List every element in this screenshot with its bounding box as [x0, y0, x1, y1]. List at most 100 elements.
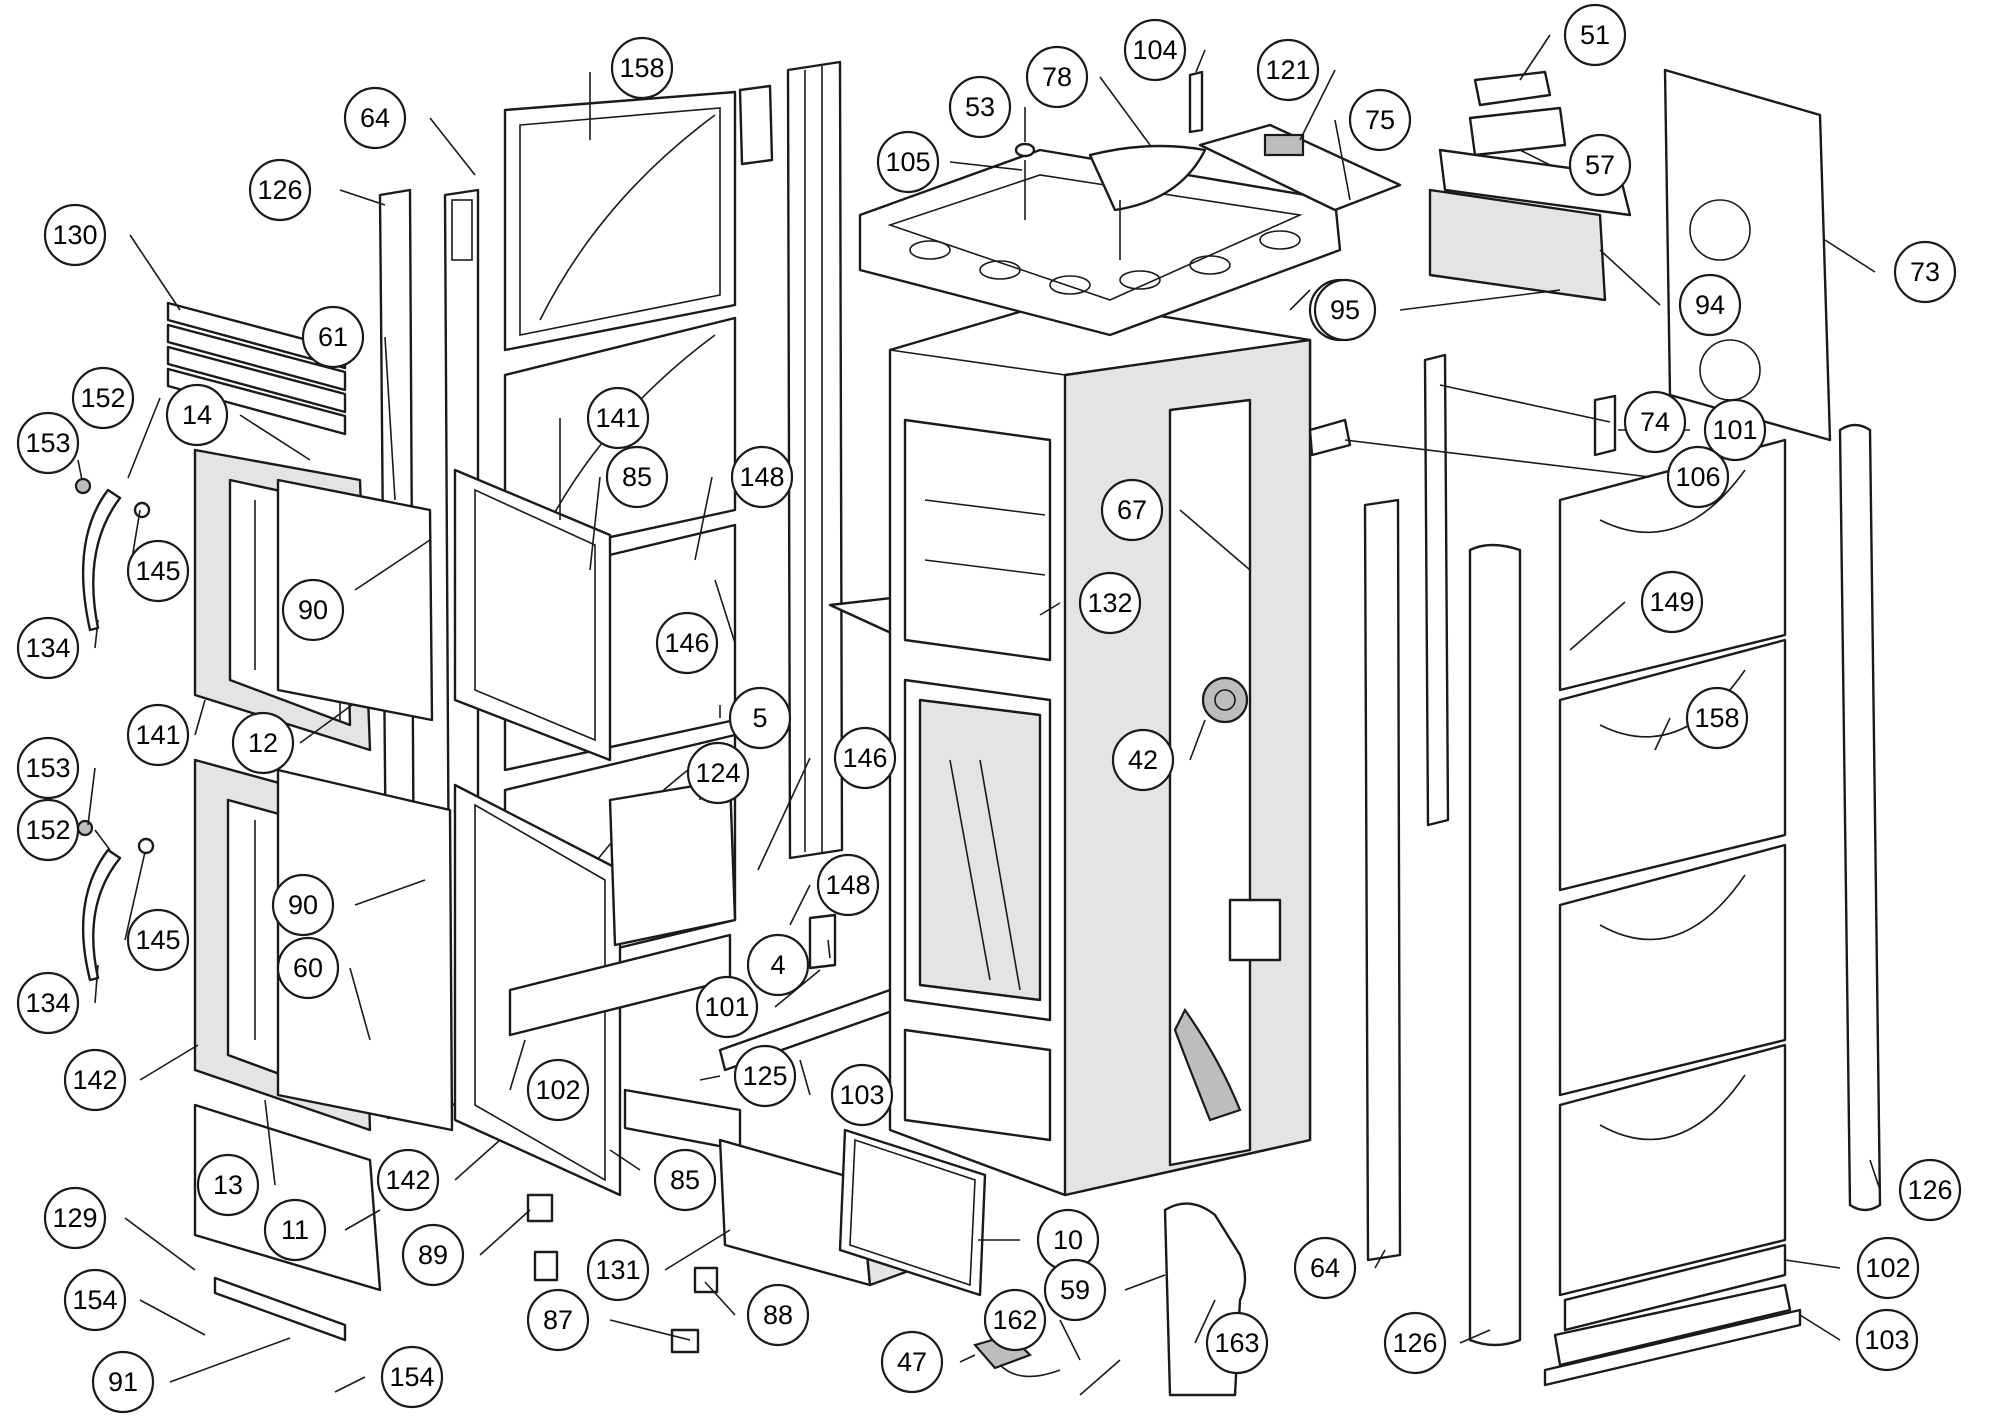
callout-label: 91: [108, 1367, 138, 1397]
callout-102-c102a: 102: [526, 1058, 590, 1122]
callout-circle: [248, 158, 312, 222]
leader-c73: [1824, 239, 1876, 273]
callout-158-c158a: 158: [610, 36, 674, 100]
leader-c75: [1334, 119, 1351, 201]
part-right-side-strips: [1308, 353, 1450, 827]
callout-circle: [43, 203, 107, 267]
leader-c131: [664, 1229, 731, 1271]
callout-142-c142b: 142: [376, 1148, 440, 1212]
callout-circle: [281, 578, 345, 642]
callout-circle: [733, 1044, 797, 1108]
leader-c78: [1099, 76, 1151, 146]
callout-104-c104: 104: [1123, 18, 1187, 82]
callout-label: 126: [1907, 1175, 1952, 1205]
part-top-cover: [858, 148, 1342, 337]
callout-42-c42: 42: [1111, 728, 1175, 792]
leader-c61: [384, 336, 396, 501]
part-right-bottom-louvers: [1543, 1243, 1802, 1387]
callout-85-c85b: 85: [653, 1148, 717, 1212]
callout-label: 85: [622, 462, 652, 492]
callout-circle: [263, 1198, 327, 1262]
callout-label: 149: [1649, 587, 1694, 617]
callout-circle: [231, 711, 295, 775]
callout-label: 121: [1265, 55, 1310, 85]
leader-c163: [1194, 1299, 1216, 1344]
callout-circle: [1043, 1258, 1107, 1322]
callout-149-c149: 149: [1640, 570, 1704, 634]
callout-12-c12: 12: [231, 711, 295, 775]
callout-64-c64a: 64: [343, 86, 407, 150]
leader-c148b: [789, 884, 811, 926]
callout-circle: [1293, 1236, 1357, 1300]
leader-c141b: [194, 699, 206, 736]
callout-106-c106: 106: [1666, 445, 1730, 509]
leader-c59: [1124, 1274, 1166, 1291]
callout-label: 106: [1675, 462, 1720, 492]
callout-label: 103: [839, 1080, 884, 1110]
leader-c102a: [509, 1039, 526, 1091]
callout-label: 67: [1117, 495, 1147, 525]
callout-label: 57: [1585, 150, 1615, 180]
callout-circle: [1893, 240, 1957, 304]
callout-75-c75: 75: [1348, 88, 1412, 152]
callout-label: 148: [739, 462, 784, 492]
callout-154-c154b: 154: [380, 1345, 444, 1409]
callout-53-c53: 53: [948, 75, 1012, 139]
callout-label: 12: [248, 728, 278, 758]
part-small-pin: [1188, 70, 1204, 134]
callout-circle: [271, 873, 335, 937]
callout-145-c145b: 145: [126, 908, 190, 972]
leader-c60: [349, 967, 371, 1041]
part-center-column: [786, 60, 844, 860]
callout-circle: [526, 1058, 590, 1122]
callout-label: 131: [595, 1255, 640, 1285]
part-gasket-frame: [838, 1128, 987, 1297]
callout-130-c130: 130: [43, 203, 107, 267]
callout-circle: [126, 703, 190, 767]
callout-label: 145: [135, 556, 180, 586]
callout-51-c51: 51: [1563, 3, 1627, 67]
callout-126-c126a: 126: [248, 158, 312, 222]
leader-c145b: [124, 851, 146, 941]
callout-146-c146a: 146: [655, 611, 719, 675]
callout-circle: [880, 1330, 944, 1394]
callout-circle: [1078, 571, 1142, 635]
leader-c103b: [1799, 1314, 1841, 1341]
leader-c4: [827, 939, 831, 959]
callout-circle: [1855, 1308, 1919, 1372]
callout-circle: [63, 1048, 127, 1112]
callout-circle: [16, 798, 80, 862]
callout-134-c134b: 134: [16, 971, 80, 1035]
callout-circle: [1703, 398, 1767, 462]
leader-c149: [1569, 601, 1626, 651]
callout-circle: [655, 611, 719, 675]
callout-label: 75: [1365, 105, 1395, 135]
callout-label: 142: [385, 1165, 430, 1195]
part-top-plate: [1198, 123, 1402, 212]
callout-circle: [1856, 1236, 1920, 1300]
leader-c158b: [1654, 717, 1671, 751]
callout-label: 162: [992, 1305, 1037, 1335]
callout-label: 13: [213, 1170, 243, 1200]
leader-c148a: [694, 476, 713, 561]
callout-134-c134a: 134: [16, 616, 80, 680]
callout-94-c94: 94: [1678, 273, 1742, 337]
callout-circle: [695, 975, 759, 1039]
callout-circle: [16, 736, 80, 800]
leader-c102b: [1784, 1259, 1841, 1269]
callout-label: 104: [1132, 35, 1177, 65]
callout-circle: [586, 386, 650, 450]
callout-label: 146: [842, 743, 887, 773]
callout-label: 158: [619, 53, 664, 83]
leader-c126a: [339, 189, 386, 206]
callout-91-c91: 91: [91, 1350, 155, 1414]
part-pellet-lid: [1088, 144, 1207, 212]
callout-circle: [1623, 390, 1687, 454]
callout-88-c88: 88: [746, 1283, 810, 1347]
callout-4-c4: 4: [746, 933, 810, 997]
callout-circle: [686, 741, 750, 805]
callout-label: 126: [1392, 1328, 1437, 1358]
callout-circle: [816, 853, 880, 917]
callout-124-c124: 124: [686, 741, 750, 805]
